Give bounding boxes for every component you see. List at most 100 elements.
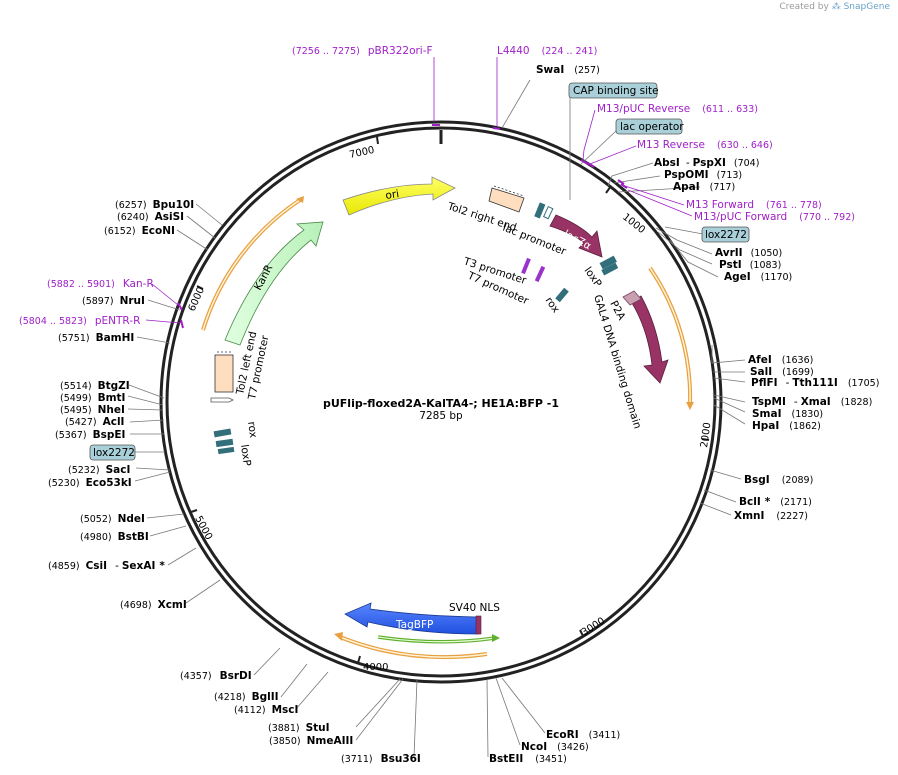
site-smai[interactable]: SmaI(1830) (752, 408, 823, 420)
rox-upper-feature (555, 287, 569, 303)
cap-binding-site-label: CAP binding site (573, 85, 659, 97)
svg-text:(5897)NruI: (5897)NruI (82, 295, 145, 307)
site-xmni[interactable]: XmnI(2227) (734, 510, 808, 522)
site-bsrdi[interactable]: (4357)BsrDI (180, 670, 252, 682)
site-bcli[interactable]: BclI*(2171) (739, 496, 812, 508)
primer-m13-reverse[interactable]: M13 Reverse(630 .. 646) (637, 139, 773, 151)
snapgene-credit: Created by ⁂ SnapGene (779, 2, 890, 12)
site-eco53ki[interactable]: (5230)Eco53kI (48, 477, 132, 489)
svg-text:(4859)CsiI-SexAI*: (4859)CsiI-SexAI* (48, 560, 165, 572)
site-asisi[interactable]: (6240)AsiSI (117, 211, 184, 223)
orange-arc-right-head (686, 402, 694, 410)
tol2-right-feature (488, 187, 525, 213)
svg-text:(4357)BsrDI: (4357)BsrDI (180, 670, 252, 682)
green-arc-bottom-inner (377, 636, 496, 643)
svg-text:(4112)MscI: (4112)MscI (234, 704, 298, 716)
site-apai[interactable]: ApaI(717) (673, 181, 735, 193)
svg-text:L4440(224 .. 241): L4440(224 .. 241) (497, 45, 597, 57)
svg-text:M13/pUC Reverse(611 .. 633): M13/pUC Reverse(611 .. 633) (597, 103, 758, 115)
site-ndei[interactable]: (5052)NdeI (80, 513, 145, 525)
site-nmeaiii[interactable]: (3850)NmeAIII (269, 735, 353, 747)
site-msci[interactable]: (4112)MscI (234, 704, 298, 716)
site-bspei[interactable]: (5367)BspEI (55, 429, 125, 441)
primer-kan-r[interactable]: (5882 .. 5901)Kan-R (47, 278, 154, 290)
tick-2000: 2000 (699, 422, 713, 449)
site-acli[interactable]: (5427)AclI (65, 416, 124, 428)
svg-text:AfeI(1636): AfeI(1636) (748, 354, 813, 366)
svg-text:(7256 .. 7275)pBR322ori-F: (7256 .. 7275)pBR322ori-F (292, 45, 433, 57)
cap-binding-site-box[interactable]: CAP binding site (568, 82, 659, 99)
svg-text:EcoRI(3411): EcoRI(3411) (546, 729, 620, 741)
orange-arc-right-inner (649, 267, 691, 406)
site-bamhi[interactable]: (5751)BamHI (58, 332, 134, 344)
site-absi[interactable]: AbsI-PspXI(704) (654, 157, 759, 169)
site-stui[interactable]: (3881)StuI (268, 722, 330, 734)
primer-m13-forward[interactable]: M13 Forward(761 .. 778) (686, 199, 822, 211)
lox2272-right-box[interactable]: lox2272 (701, 226, 750, 243)
svg-text:BclI*(2171): BclI*(2171) (739, 496, 812, 508)
site-bsgi[interactable]: BsgI(2089) (744, 474, 813, 486)
svg-text:SmaI(1830): SmaI(1830) (752, 408, 823, 420)
svg-text:ApaI(717): ApaI(717) (673, 181, 735, 193)
site-psti[interactable]: PstI(1083) (719, 259, 781, 271)
svg-text:(3850)NmeAIII: (3850)NmeAIII (269, 735, 353, 747)
site-pflfi[interactable]: PflFI-Tth111I(1705) (751, 377, 879, 389)
site-bsteii[interactable]: BstEII(3451) (489, 753, 567, 765)
site-tspmi[interactable]: TspMI-XmaI(1828) (752, 396, 872, 408)
ori-feature (342, 176, 456, 216)
snapgene-logo-icon: ⁂ (831, 2, 841, 12)
svg-text:PflFI-Tth111I(1705): PflFI-Tth111I(1705) (751, 377, 879, 389)
svg-text:(5514)BtgZI: (5514)BtgZI (60, 380, 130, 392)
site-bsu36i[interactable]: (3711)Bsu36I (341, 753, 421, 765)
svg-text:(5499)BmtI: (5499)BmtI (60, 392, 125, 404)
primer-m13puc-reverse[interactable]: M13/pUC Reverse(611 .. 633) (597, 103, 758, 115)
site-hpai[interactable]: HpaI(1862) (752, 420, 821, 432)
svg-text:BsgI(2089): BsgI(2089) (744, 474, 813, 486)
loxp-lower-feature (215, 438, 234, 448)
svg-text:(5232)SacI: (5232)SacI (68, 464, 130, 476)
site-bstbi[interactable]: (4980)BstBI (80, 531, 149, 543)
svg-text:(6240)AsiSI: (6240)AsiSI (117, 211, 184, 223)
site-sali[interactable]: SalI(1699) (750, 366, 814, 378)
site-saci[interactable]: (5232)SacI (68, 464, 130, 476)
svg-text:(5427)AclI: (5427)AclI (65, 416, 124, 428)
primer-m13puc-forward[interactable]: M13/pUC Forward(770 .. 792) (694, 211, 855, 223)
lox2272-right-label: lox2272 (705, 229, 747, 241)
lac-operator-box[interactable]: lac operator (615, 118, 684, 135)
site-ecori[interactable]: EcoRI(3411) (546, 729, 620, 741)
primer-pbr322ori-f[interactable]: (7256 .. 7275)pBR322ori-F (292, 45, 433, 57)
svg-text:(3711)Bsu36I: (3711)Bsu36I (341, 753, 421, 765)
site-bpu10i[interactable]: (6257)Bpu10I (115, 199, 194, 211)
lox2272-left-box[interactable]: lox2272 (89, 444, 136, 461)
svg-text:AgeI(1170): AgeI(1170) (724, 271, 792, 283)
lox2272-left-label: lox2272 (93, 447, 135, 459)
kanr-feature (224, 221, 324, 346)
site-pspomi[interactable]: PspOMI(713) (664, 169, 742, 181)
site-xcmi[interactable]: (4698)XcmI (120, 599, 187, 611)
primer-l4440[interactable]: L4440(224 .. 241) (497, 45, 597, 57)
svg-text:NcoI(3426): NcoI(3426) (521, 741, 589, 753)
site-ncoi[interactable]: NcoI(3426) (521, 741, 589, 753)
site-bmti[interactable]: (5499)BmtI (60, 392, 125, 404)
tol2-left-feature (214, 354, 234, 393)
site-avrii[interactable]: AvrII(1050) (715, 247, 782, 259)
tagbfp-label: TagBFP (395, 619, 433, 631)
gal4-feature (631, 295, 669, 384)
site-swai[interactable]: SwaI(257) (536, 64, 600, 76)
svg-text:(5882 .. 5901)Kan-R: (5882 .. 5901)Kan-R (47, 278, 154, 290)
site-bglii[interactable]: (4218)BglII (214, 691, 279, 703)
site-econi[interactable]: (6152)EcoNI (104, 225, 175, 237)
t3-promoter-feature (521, 257, 531, 275)
rox-lower-label: rox (245, 421, 259, 439)
primer-pentr-r[interactable]: (5804 .. 5823)pENTR-R (19, 315, 140, 327)
site-btgzi[interactable]: (5514)BtgZI (60, 380, 130, 392)
site-nhei[interactable]: (5495)NheI (60, 404, 125, 416)
site-nrui[interactable]: (5897)NruI (82, 295, 145, 307)
loxp-upper-feature-2 (601, 262, 619, 276)
sv40-nls-label: SV40 NLS (449, 602, 500, 614)
site-csii[interactable]: (4859)CsiI-SexAI* (48, 560, 165, 572)
tick-4000: 4000 (357, 655, 388, 673)
site-afei[interactable]: AfeI(1636) (748, 354, 813, 366)
svg-text:(6257)Bpu10I: (6257)Bpu10I (115, 199, 194, 211)
site-agei[interactable]: AgeI(1170) (724, 271, 792, 283)
